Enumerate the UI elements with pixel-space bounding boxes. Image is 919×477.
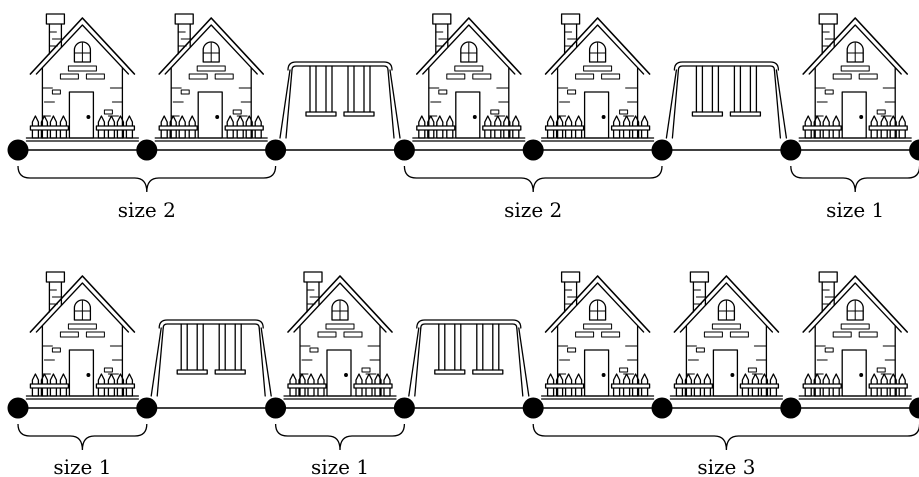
street-row: size 2 size 2 size 1 (7, 13, 919, 222)
node-dot (7, 139, 29, 161)
node-dot (393, 397, 415, 419)
group-size-label: size 2 (118, 198, 176, 222)
node-dot (7, 397, 29, 419)
swing-set-icon (408, 319, 530, 397)
house-icon (154, 13, 269, 142)
node-dot (780, 139, 802, 161)
group-brace (403, 165, 663, 193)
group-brace (532, 423, 919, 451)
group-brace (274, 423, 406, 451)
house-icon (283, 271, 397, 400)
node-dot (522, 397, 544, 419)
node-dot (909, 397, 919, 419)
node-dot (265, 139, 287, 161)
group-size-label: size 3 (697, 455, 755, 477)
node-dot (780, 397, 802, 419)
group-brace (17, 165, 277, 193)
group-brace (17, 423, 148, 451)
group-size-label: size 2 (504, 198, 562, 222)
node-dot (136, 397, 158, 419)
house-icon (25, 13, 140, 142)
node-dot (651, 397, 673, 419)
node-dot (136, 139, 158, 161)
house-icon (25, 271, 140, 400)
house-icon (798, 271, 913, 400)
node-dot (651, 139, 673, 161)
group-size-label: size 1 (826, 198, 884, 222)
swing-set-icon (150, 319, 272, 397)
street-row: size 1 size 1 size 3 (7, 271, 919, 477)
house-icon (540, 271, 655, 400)
house-icon (798, 13, 913, 142)
group-size-label: size 1 (311, 455, 369, 477)
node-dot (909, 139, 919, 161)
node-dot (265, 397, 287, 419)
group-brace (790, 165, 919, 193)
node-dot (393, 139, 415, 161)
group-size-label: size 1 (53, 455, 111, 477)
swing-set-icon (665, 61, 788, 139)
house-icon (411, 13, 526, 142)
house-icon (540, 13, 655, 142)
node-dot (522, 139, 544, 161)
swing-set-icon (279, 61, 401, 139)
house-icon (669, 271, 784, 400)
